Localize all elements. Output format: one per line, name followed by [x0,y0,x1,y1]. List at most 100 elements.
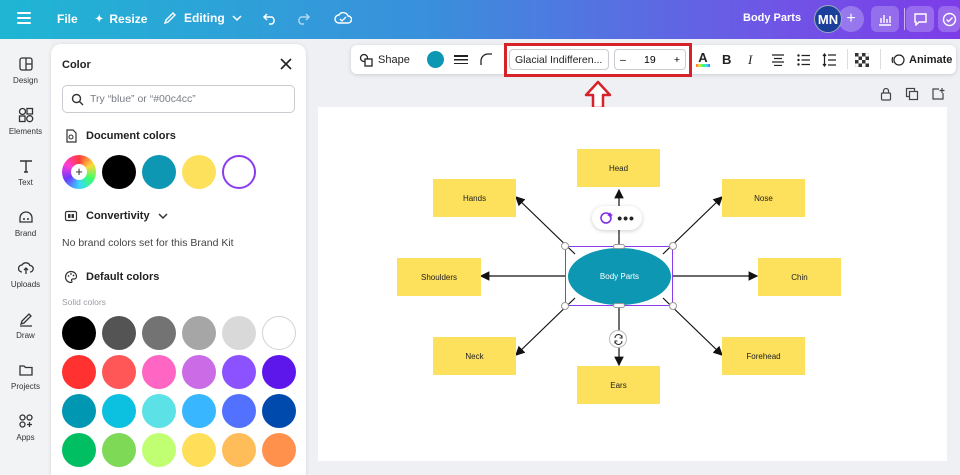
rail-item-brand[interactable]: Brand [0,209,51,238]
shape-button[interactable]: Shape [359,45,410,74]
resize-handle[interactable] [613,244,625,249]
font-highlight-box [504,43,692,77]
rail-label: Elements [8,127,43,136]
bold-icon[interactable]: B [722,52,732,67]
avatar[interactable]: MN [814,5,842,33]
increase-size-button[interactable]: + [673,53,680,66]
brand-kit-heading[interactable]: Convertivity [64,209,168,223]
rail-item-uploads[interactable]: Uploads [0,260,51,289]
document-color-swatch[interactable] [102,155,136,189]
align-center-button[interactable] [771,45,785,74]
duplicate-page-icon[interactable] [905,87,919,101]
undo-icon[interactable] [262,10,278,26]
rail-item-apps[interactable]: Apps [0,413,51,442]
node-chin[interactable]: Chin [758,258,841,296]
solid-color-swatch[interactable] [222,394,256,428]
add-collaborator-button[interactable]: + [838,6,864,32]
document-color-swatch[interactable] [182,155,216,189]
document-color-swatch[interactable] [222,155,256,189]
brand-kit-icon [64,210,78,222]
menu-icon[interactable] [17,12,31,24]
solid-color-swatch[interactable] [62,394,96,428]
solid-color-swatch[interactable] [182,316,216,350]
check-button[interactable] [938,6,960,32]
node-nose[interactable]: Nose [722,179,805,217]
folder-icon [18,365,33,376]
transparency-button[interactable] [855,45,869,74]
add-page-icon[interactable] [931,87,945,101]
rail-item-design[interactable]: Design [0,56,51,85]
solid-color-swatch[interactable] [102,316,136,350]
transparency-icon [855,52,869,67]
solid-color-swatch[interactable] [182,394,216,428]
cloud-saved-icon[interactable] [334,10,352,26]
solid-color-swatch[interactable] [102,394,136,428]
animate-button[interactable]: Animate [891,45,952,74]
solid-color-swatch[interactable] [262,394,296,428]
font-family-dropdown[interactable]: Glacial Indifferen... [509,49,609,70]
node-neck[interactable]: Neck [433,337,516,375]
rail-item-draw[interactable]: Draw [0,311,51,340]
solid-color-swatch[interactable] [182,355,216,389]
text-color-button[interactable]: A [696,45,710,74]
default-colors-heading: Default colors [64,270,159,284]
node-head[interactable]: Head [577,149,660,187]
node-forehead[interactable]: Forehead [722,337,805,375]
node-hands[interactable]: Hands [433,179,516,217]
redo-icon[interactable] [295,10,311,26]
rail-item-text[interactable]: Text [0,158,51,187]
solid-color-swatch[interactable] [102,355,136,389]
resize-handle[interactable] [613,303,625,308]
file-menu[interactable]: File [57,12,78,26]
rail-item-elements[interactable]: Elements [0,107,51,136]
lock-icon[interactable] [879,87,893,101]
resize-button[interactable]: ✦ Resize [95,12,147,26]
solid-color-swatch[interactable] [262,316,296,350]
solid-color-swatch[interactable] [262,433,296,467]
solid-color-swatch[interactable] [62,433,96,467]
text-icon [19,160,32,173]
close-icon[interactable] [279,57,293,71]
solid-color-swatch[interactable] [142,355,176,389]
border-style-button[interactable] [454,45,468,74]
solid-color-swatch[interactable] [62,355,96,389]
editing-mode-button[interactable]: Editing [163,11,242,25]
solid-color-swatch[interactable] [62,316,96,350]
rotate-handle[interactable] [609,330,627,348]
add-color-button[interactable]: + [62,155,96,189]
solid-color-swatch[interactable] [262,355,296,389]
solid-color-swatch[interactable] [102,433,136,467]
fill-color-swatch [427,51,444,68]
resize-handle[interactable] [669,302,677,310]
fill-color-button[interactable] [427,45,444,74]
spacing-button[interactable] [822,45,837,74]
corner-rounding-button[interactable] [480,45,493,74]
comments-button[interactable] [906,6,934,32]
document-color-swatch[interactable] [142,155,176,189]
resize-handle[interactable] [561,242,569,250]
solid-color-swatch[interactable] [222,316,256,350]
decrease-size-button[interactable]: – [620,53,626,66]
magic-edit-icon[interactable] [599,211,615,225]
document-title[interactable]: Body Parts [743,12,802,24]
node-shoulders[interactable]: Shoulders [397,258,481,296]
solid-color-swatch[interactable] [222,433,256,467]
color-search-field[interactable] [62,85,295,113]
italic-icon[interactable]: I [748,51,753,67]
document-colors-heading: Document colors [64,129,176,143]
node-ears[interactable]: Ears [577,366,660,404]
solid-color-swatch[interactable] [222,355,256,389]
resize-handle[interactable] [669,242,677,250]
rail-item-projects[interactable]: Projects [0,362,51,391]
insights-button[interactable] [871,6,899,32]
solid-color-swatch[interactable] [142,394,176,428]
solid-color-swatch[interactable] [142,433,176,467]
list-button[interactable] [797,45,811,74]
search-input[interactable] [90,93,280,105]
more-options-icon[interactable]: ••• [617,210,635,226]
solid-color-swatch[interactable] [142,316,176,350]
solid-color-swatch[interactable] [182,433,216,467]
resize-handle[interactable] [561,302,569,310]
font-size-value[interactable]: 19 [644,53,656,66]
center-node-body-parts[interactable]: Body Parts [568,248,671,305]
